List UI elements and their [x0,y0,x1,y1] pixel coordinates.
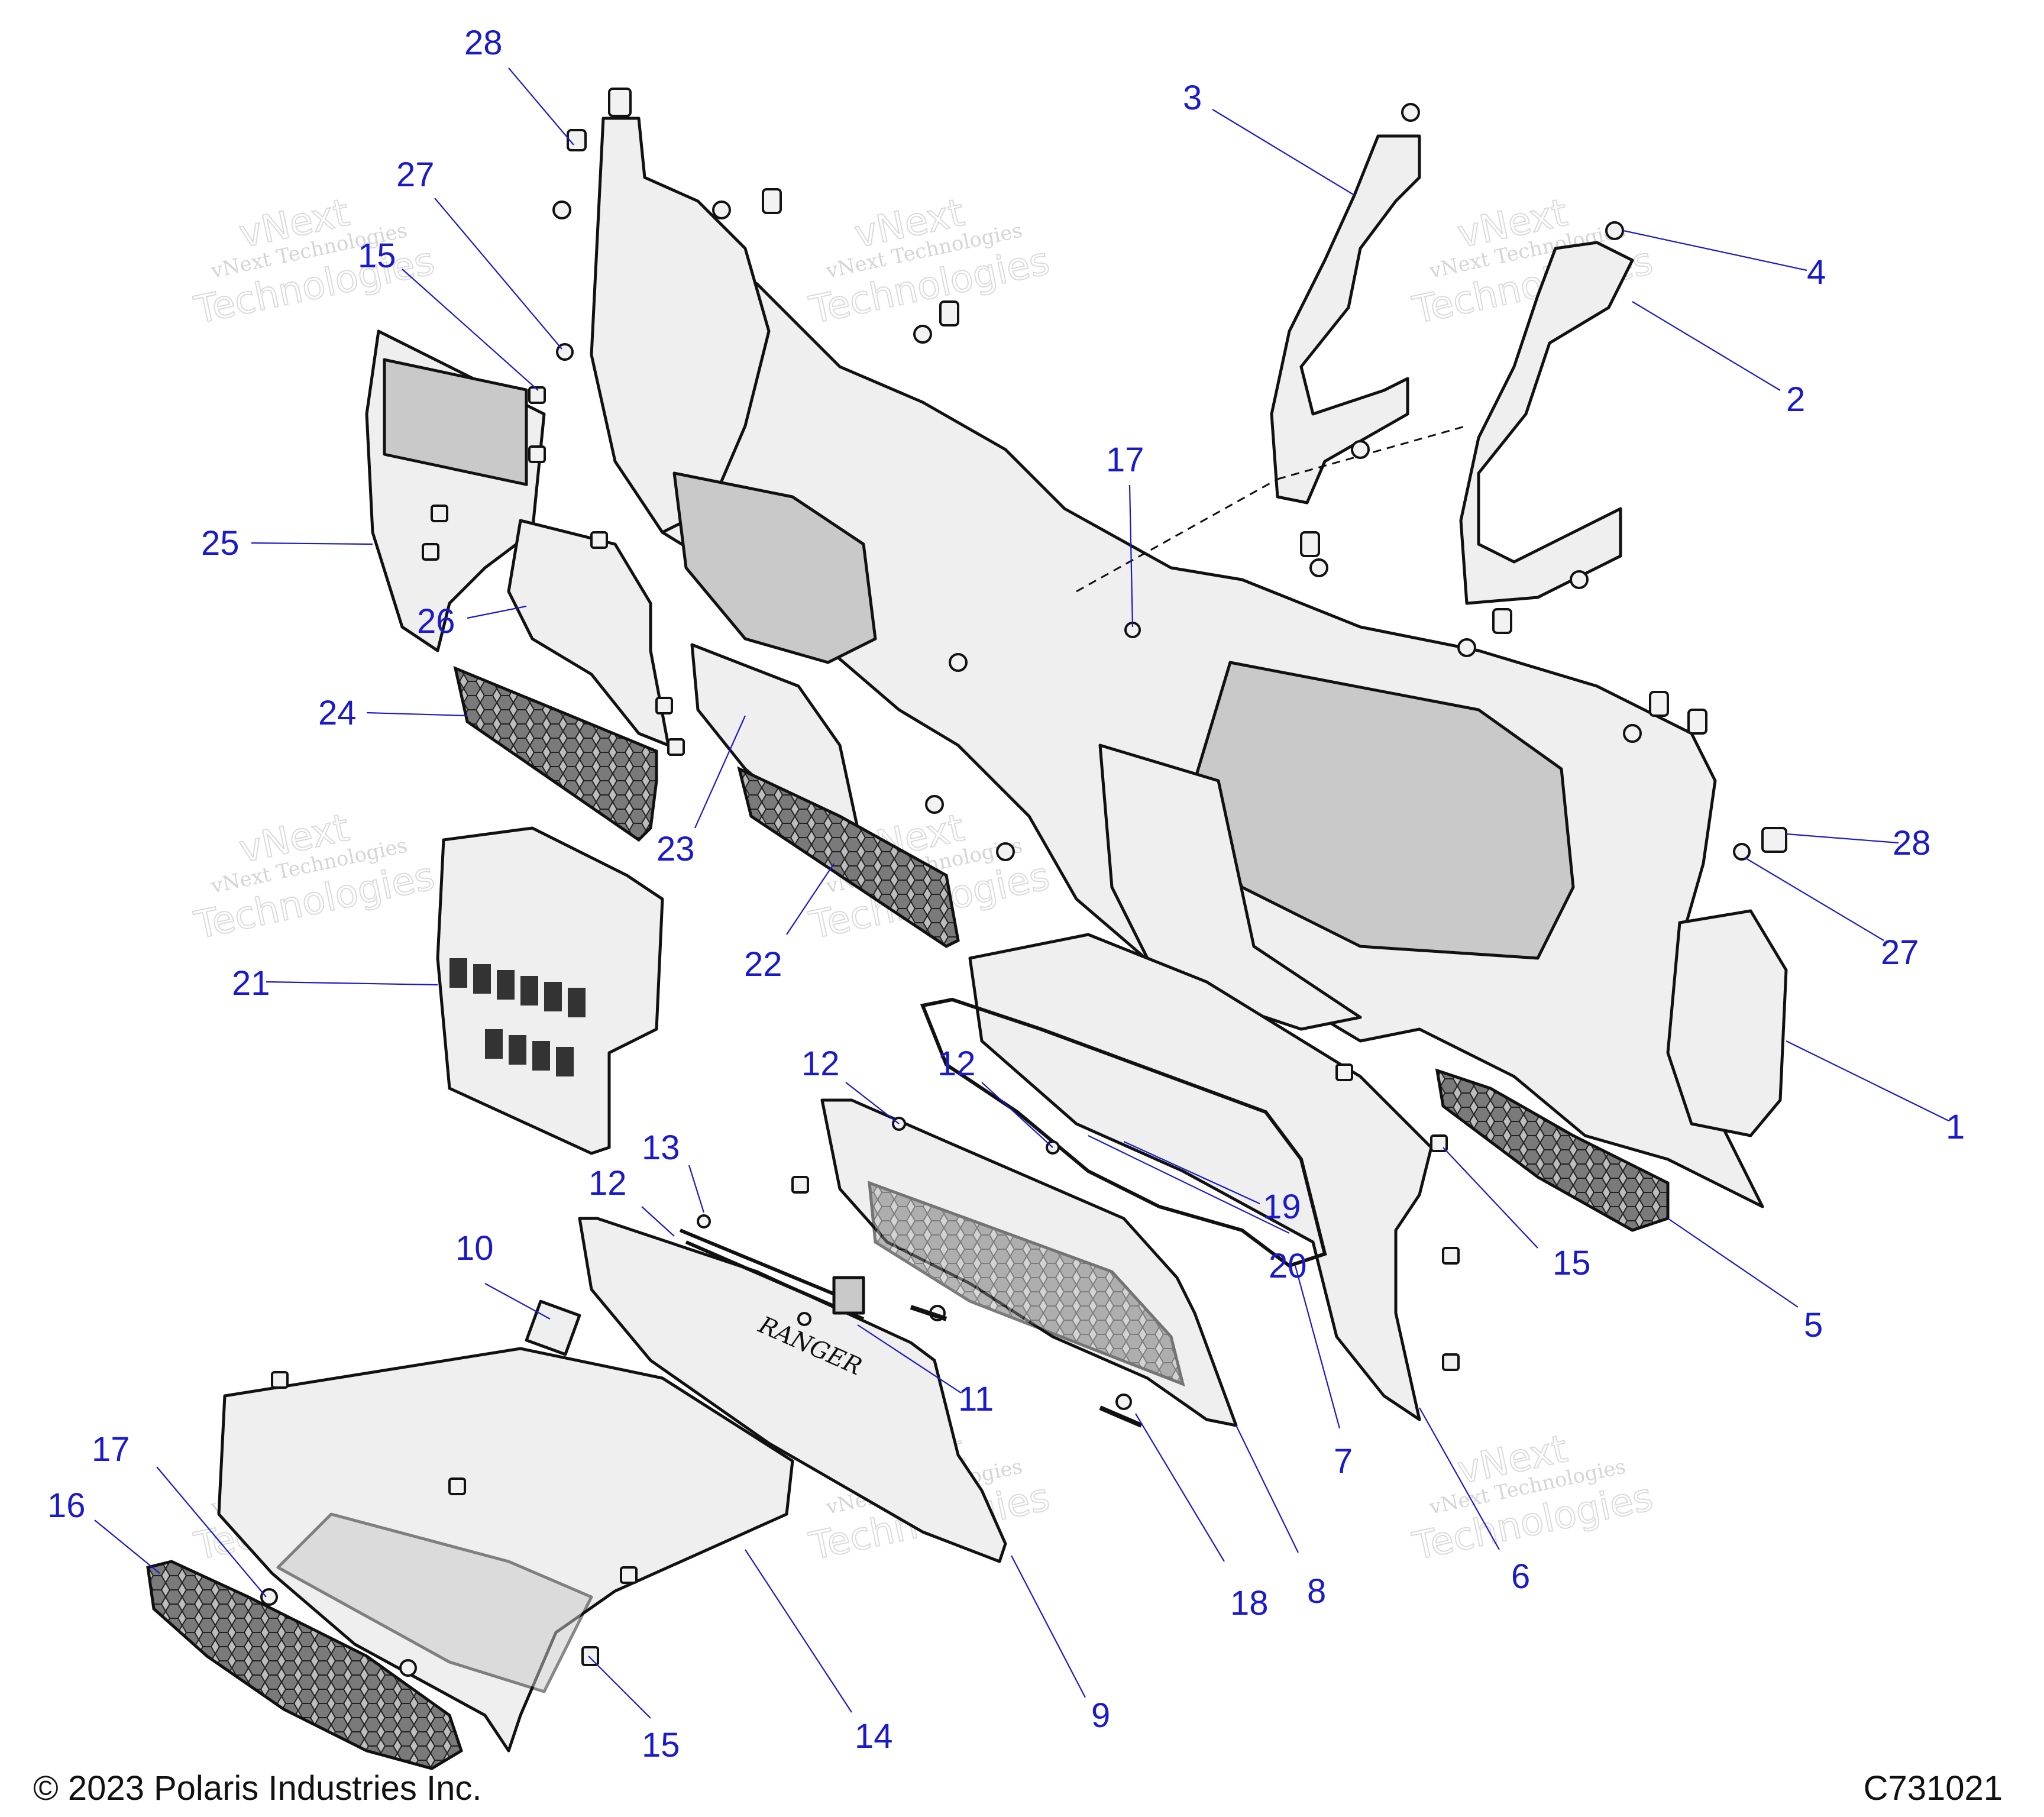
mesh-grille-24 [453,665,658,842]
callout-26: 26 [417,602,455,641]
watermark: vNext vNext Technologies Technologies [190,190,439,334]
callout-27: 27 [396,156,435,194]
callout-3: 3 [1183,79,1202,117]
callout-18: 18 [1230,1584,1269,1622]
callout-10: 10 [455,1229,494,1268]
callout-27-right: 27 [1881,933,1919,972]
callout-7: 7 [1334,1442,1353,1480]
callout-21: 21 [232,964,270,1003]
callout-15-lower: 15 [642,1726,680,1764]
watermark: vNext vNext Technologies Technologies [190,806,439,949]
drawing-number: C731021 [1863,1769,2003,1808]
callout-19: 19 [1263,1188,1301,1226]
dash-left-frame [590,117,771,534]
callout-15: 15 [358,237,396,275]
callout-22: 22 [744,945,782,984]
copyright-text: © 2023 Polaris Industries Inc. [33,1769,482,1808]
callout-12-a: 12 [801,1045,840,1083]
switch-slots [449,958,586,1076]
callout-28-right: 28 [1893,824,1931,862]
parts: RANGER [146,88,1788,1770]
watermark: vNext vNext Technologies Technologies [805,190,1054,334]
callout-23: 23 [656,830,695,868]
callout-20: 20 [1269,1247,1307,1285]
callout-4: 4 [1807,253,1826,292]
alignment-line [1076,425,1467,593]
mesh-grille-16 [146,1560,464,1770]
callout-16: 16 [47,1486,86,1525]
lower-tray-14-opening [276,1512,593,1693]
callout-14: 14 [855,1717,893,1755]
clip-10 [525,1299,581,1356]
callouts: 28 27 15 25 26 24 21 23 22 3 4 2 17 28 2… [47,24,1965,1764]
left-trim-25-window [383,358,528,486]
callout-25: 25 [201,524,240,562]
bracket-3 [1270,134,1421,505]
callout-6: 6 [1511,1557,1530,1596]
callout-5: 5 [1804,1306,1823,1344]
latch-11 [832,1276,865,1315]
callout-8: 8 [1307,1572,1326,1611]
callout-9: 9 [1091,1696,1110,1735]
callout-1: 1 [1946,1108,1965,1146]
panel-26 [507,519,670,747]
callout-13: 13 [642,1129,680,1167]
mesh-grille-22 [737,766,960,948]
bracket-2 [1459,241,1634,605]
callout-11: 11 [958,1380,994,1418]
callout-12-c: 12 [588,1164,627,1202]
dash-lower-opening [1098,743,1362,1031]
dash-right-end-cap [1666,909,1788,1137]
callout-2: 2 [1786,380,1805,419]
callout-15-right: 15 [1553,1244,1591,1282]
callout-28: 28 [464,24,503,62]
callout-24: 24 [318,694,357,732]
seal-7 [920,997,1327,1268]
leader-lines [94,67,1949,1719]
callout-17: 17 [1106,441,1144,479]
glovebox-mesh-8 [868,1181,1185,1387]
callout-12-b: 12 [937,1045,976,1083]
callout-17-lower: 17 [92,1430,130,1469]
dash-center-opening [672,471,877,664]
